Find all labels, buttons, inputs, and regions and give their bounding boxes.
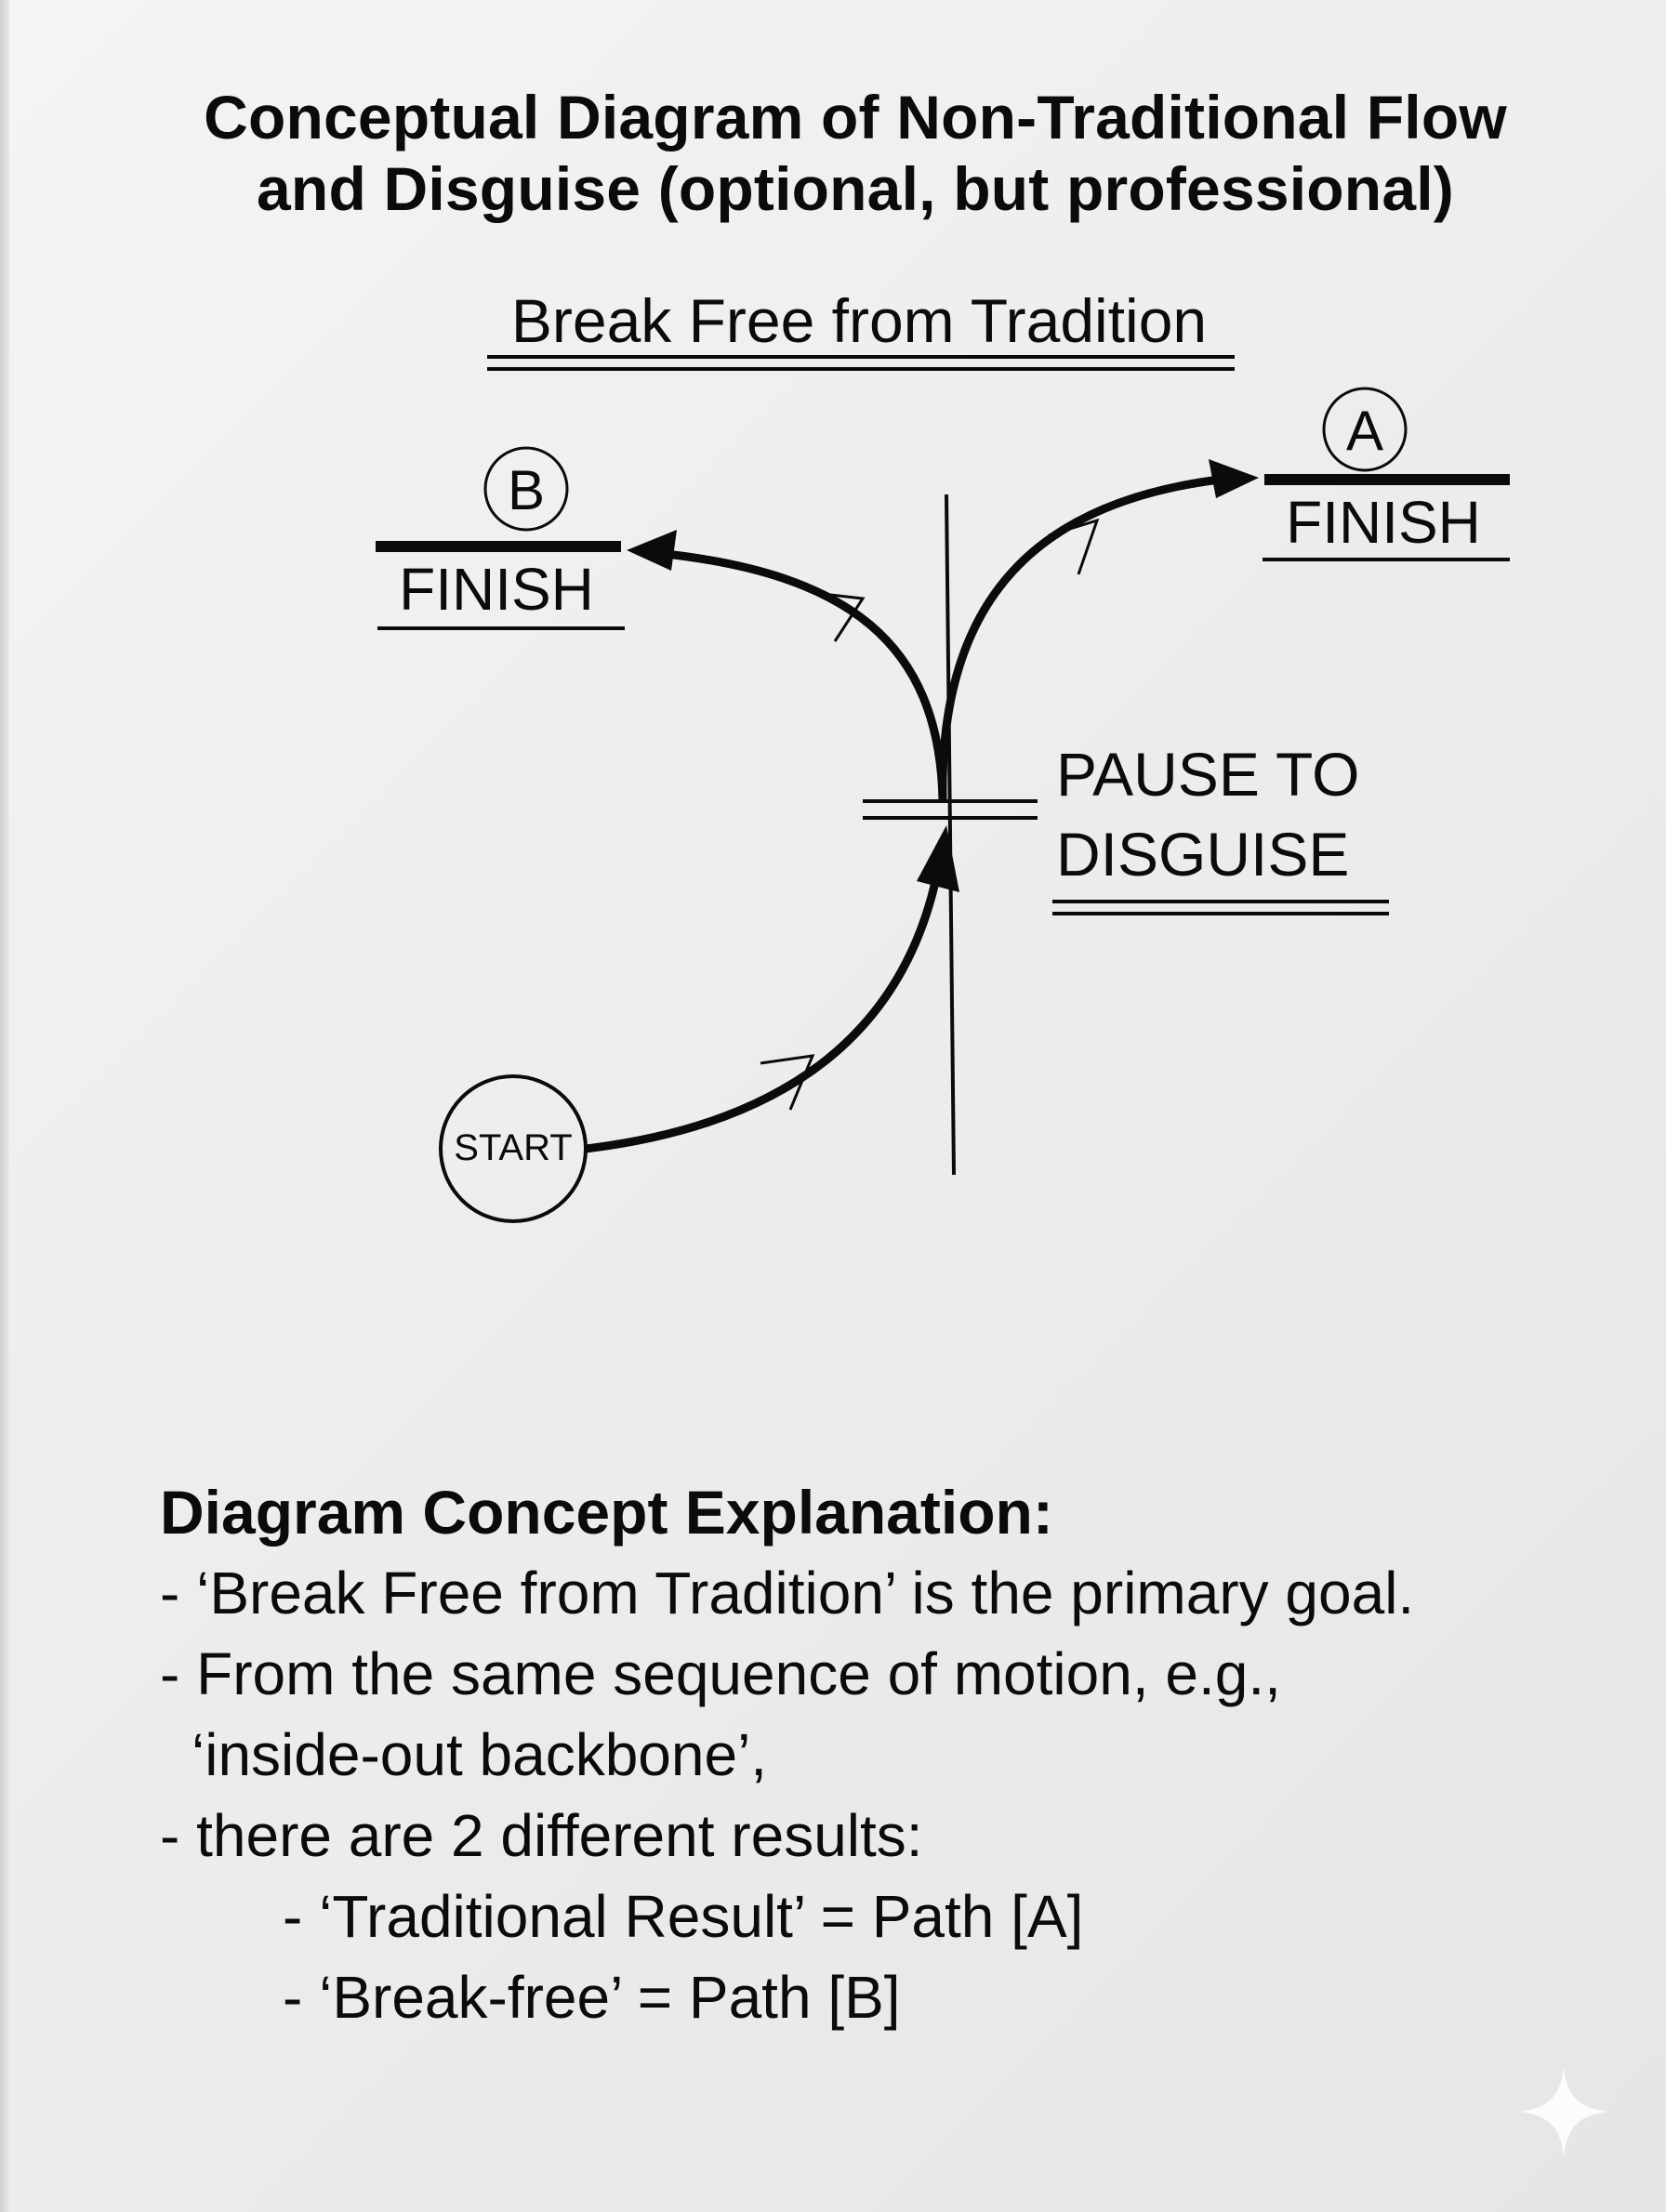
path-a-curve (938, 475, 1221, 800)
path-b-curve (665, 549, 947, 800)
marker-b-circle (483, 446, 569, 532)
paper-edge-shadow (0, 0, 9, 2212)
finish-a-label: FINISH (1286, 489, 1481, 556)
explanation-line-3: ‘inside-out backbone’, (192, 1721, 768, 1788)
diagram-heading: Break Free from Tradition (511, 286, 1207, 355)
page-title: Conceptual Diagram of Non-Traditional Fl… (0, 82, 1666, 225)
path-b-tick (813, 591, 866, 642)
finish-b-label: FINISH (399, 556, 594, 623)
path-a-tick (1048, 518, 1100, 575)
path-b-arrowhead (627, 530, 677, 571)
explanation-line-6: - ‘Break-free’ = Path [B] (283, 1964, 901, 2031)
title-line-2: and Disguise (optional, but professional… (257, 154, 1454, 223)
pause-label-line-1: PAUSE TO (1056, 740, 1359, 809)
start-path-arrowhead (917, 825, 959, 892)
explanation-line-4: - there are 2 different results: (160, 1802, 923, 1869)
start-label: START (454, 1127, 572, 1168)
explanation-line-5: - ‘Traditional Result’ = Path [A] (283, 1883, 1084, 1950)
marker-a-circle (1322, 387, 1408, 472)
explanation-heading: Diagram Concept Explanation: (160, 1478, 1053, 1547)
vertical-divider-line (945, 494, 956, 1176)
title-line-1: Conceptual Diagram of Non-Traditional Fl… (204, 83, 1507, 151)
marker-a-letter: A (1346, 400, 1383, 462)
sparkle-icon (1519, 2067, 1608, 2156)
start-path-curve (585, 863, 944, 1153)
pause-label-line-2: DISGUISE (1056, 820, 1349, 889)
explanation-block: Diagram Concept Explanation: - ‘Break Fr… (160, 1472, 1610, 2038)
path-a-arrowhead (1209, 459, 1259, 498)
marker-b-letter: B (508, 459, 545, 521)
start-path-tick (760, 1054, 815, 1111)
explanation-line-1: - ‘Break Free from Tradition’ is the pri… (160, 1560, 1415, 1626)
explanation-line-2: - From the same sequence of motion, e.g.… (160, 1640, 1281, 1707)
